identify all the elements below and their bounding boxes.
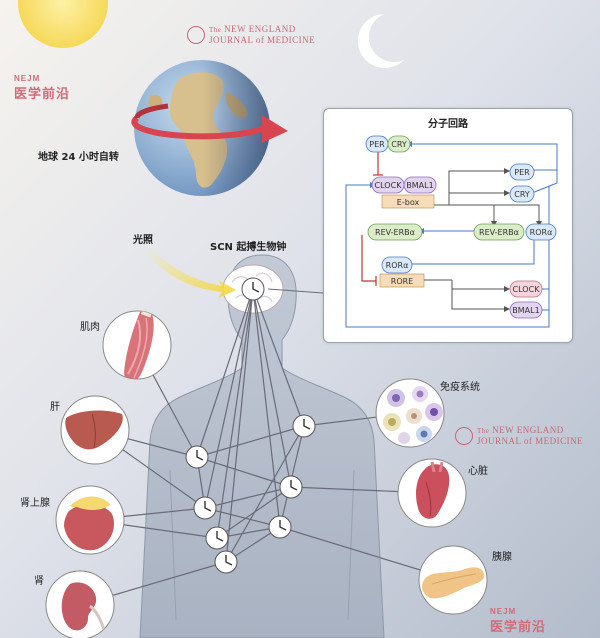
clock-icon-node-7 [214, 550, 238, 574]
earth-globe [134, 60, 270, 196]
svg-text:RORα: RORα [530, 228, 553, 237]
ror-right-protein: RORα [525, 223, 557, 241]
clock-network-lines [79, 288, 454, 606]
molecular-circuit-diagram: PER CRY CLOCK BMAL1 E-box PER CRY REV-E [345, 135, 558, 328]
pancreas-organ [418, 545, 488, 615]
svg-text:BMAL1: BMAL1 [512, 306, 539, 315]
molecular-circuit-title: 分子回路 [428, 119, 468, 130]
light-arrow [146, 246, 236, 298]
per-output-protein: PER [509, 163, 535, 181]
muscle-organ [102, 310, 172, 380]
earth-rotation-label: 地球 24 小时自转 [38, 152, 119, 163]
svg-text:CRY: CRY [391, 140, 407, 149]
clock-icon-scn [241, 277, 265, 301]
clock-icon-node-3 [279, 475, 303, 499]
ebox-gene: E-box [381, 194, 435, 209]
nejm-seal-icon [455, 426, 473, 445]
svg-text:RORE: RORE [391, 277, 413, 286]
svg-text:CLOCK: CLOCK [513, 285, 541, 294]
clock-icon-node-5 [268, 515, 292, 539]
moon-icon [357, 14, 404, 68]
svg-text:RORα: RORα [386, 261, 409, 270]
heart-organ [397, 458, 467, 528]
pancreas-label: 胰腺 [492, 552, 512, 563]
kidney-organ [45, 570, 115, 638]
clock-icon-node-1 [185, 445, 209, 469]
bmal1-protein: BMAL1 [403, 176, 437, 194]
svg-text:REV-ERBα: REV-ERBα [479, 228, 519, 237]
molecular-circuit-panel: 分子回路 [323, 108, 573, 343]
svg-text:CRY: CRY [514, 190, 530, 199]
liver-label: 肝 [50, 402, 60, 413]
svg-text:PER: PER [514, 168, 530, 177]
adrenal-organ [55, 485, 125, 555]
svg-text:PER: PER [369, 140, 385, 149]
rev-erb-left-protein: REV-ERBα [367, 223, 423, 241]
clock-icon-node-2 [292, 414, 316, 438]
clock-icon-node-6 [205, 526, 229, 550]
cry-protein: CRY [387, 135, 411, 153]
clock-protein: CLOCK [371, 176, 405, 194]
liver-organ [60, 395, 130, 465]
rore-gene: RORE [379, 273, 425, 288]
clock-output-protein: CLOCK [509, 280, 543, 298]
per-protein: PER [365, 135, 389, 153]
rev-erb-mid-protein: REV-ERBα [473, 223, 525, 241]
scn-label: SCN 起搏生物钟 [210, 242, 287, 253]
svg-text:REV-ERBα: REV-ERBα [375, 228, 415, 237]
sun-icon [18, 0, 108, 48]
nejm-seal-icon [187, 25, 205, 44]
rotation-arrow [131, 103, 288, 143]
svg-text:E-box: E-box [397, 198, 420, 207]
kidney-label: 肾 [34, 576, 44, 587]
bmal1-output-protein: BMAL1 [509, 301, 543, 319]
nejm-logo-top: NEJM 医学前沿 [14, 74, 71, 101]
scn-to-molecular-connector [267, 288, 324, 294]
muscle-label: 肌肉 [80, 322, 100, 333]
svg-text:CLOCK: CLOCK [375, 181, 403, 190]
nejm-logo-bottom: NEJM 医学前沿 [490, 607, 547, 634]
clock-icon-node-4 [193, 496, 217, 520]
heart-label: 心脏 [468, 466, 488, 477]
svg-text:BMAL1: BMAL1 [406, 181, 433, 190]
immune-label: 免疫系统 [440, 382, 480, 393]
light-label: 光照 [133, 235, 153, 246]
immune-cells [375, 378, 445, 448]
adrenal-label: 肾上腺 [20, 498, 50, 509]
cry-output-protein: CRY [509, 185, 535, 203]
ror-left-protein: RORα [381, 256, 413, 274]
